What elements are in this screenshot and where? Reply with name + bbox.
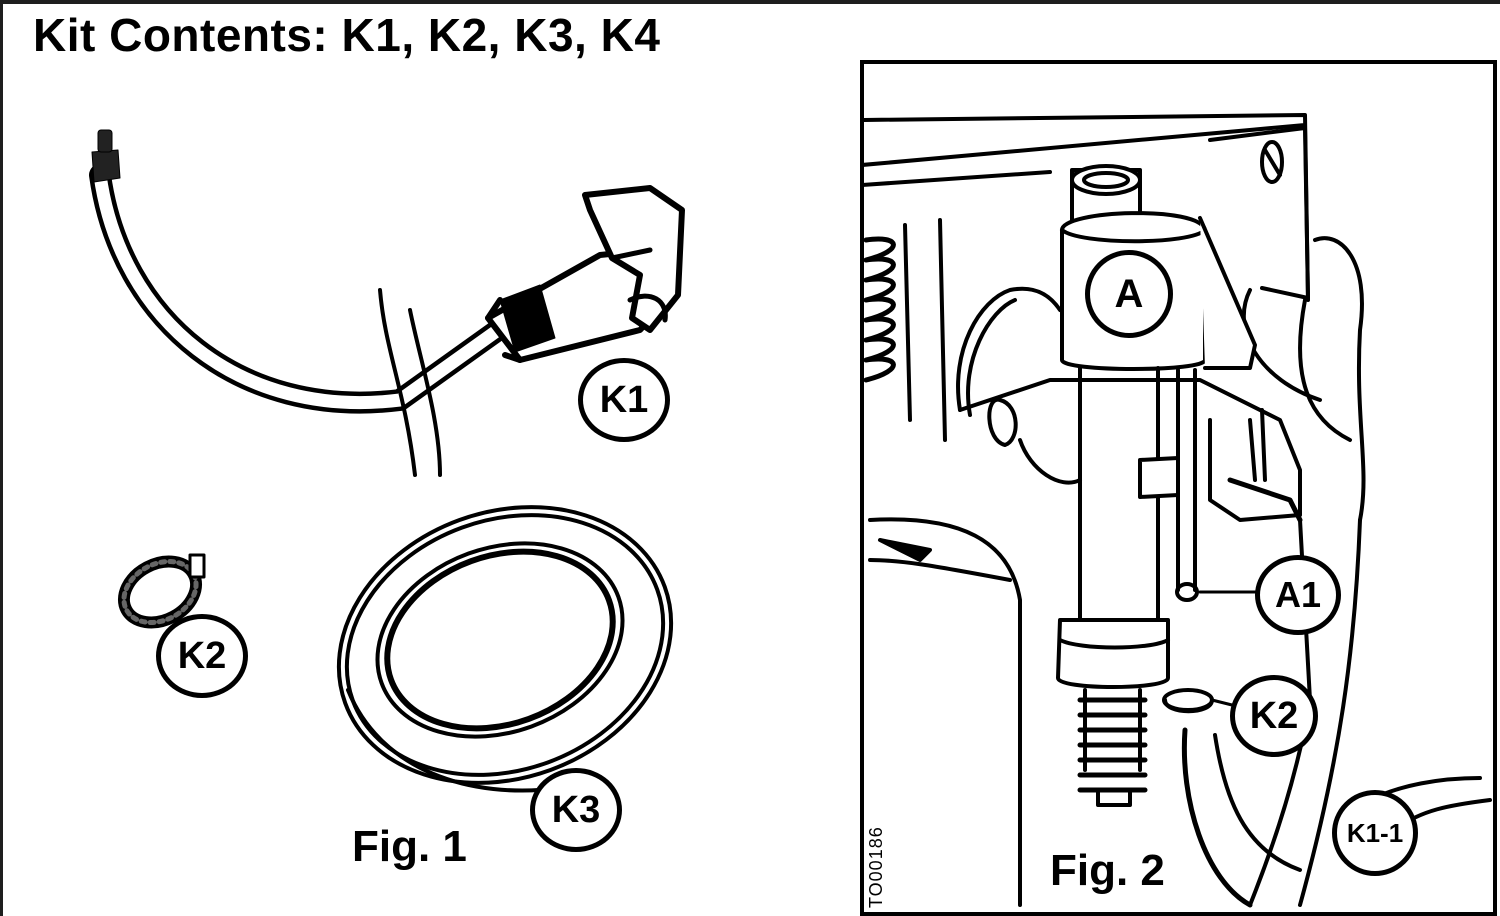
callout-a1: A1: [1255, 555, 1341, 635]
clamp-ring: [117, 553, 206, 629]
figure-1-caption: Fig. 1: [352, 822, 467, 871]
callout-a: A: [1085, 250, 1173, 338]
figure-2-illustration: [864, 113, 1492, 908]
callout-k2-fig2: K2: [1230, 675, 1318, 757]
callout-k3: K3: [530, 768, 622, 852]
callout-k2-label: K2: [177, 634, 227, 677]
callout-k1-1-label: K1-1: [1346, 817, 1404, 848]
hose-end: [91, 149, 121, 183]
top-border: [0, 0, 1500, 4]
callout-a-label: A: [1114, 271, 1144, 316]
callout-k1-1: K1-1: [1332, 790, 1418, 876]
callout-k2-fig2-label: K2: [1249, 694, 1299, 737]
drawing-code: TO00186: [866, 826, 886, 908]
gasket-ring: [336, 505, 674, 793]
callout-k1: K1: [578, 358, 670, 442]
callout-k2: K2: [156, 614, 248, 698]
callout-a1-label: A1: [1274, 574, 1322, 615]
figure-2-frame: [860, 60, 1497, 916]
callout-k3-label: K3: [551, 788, 601, 831]
left-border: [0, 0, 3, 916]
hose-cord: [378, 288, 417, 477]
callout-k1-label: K1: [599, 378, 649, 421]
figure-1-illustration: [89, 129, 685, 793]
page-title: Kit Contents: K1, K2, K3, K4: [33, 9, 661, 61]
figure-2-caption: Fig. 2: [1050, 846, 1165, 895]
